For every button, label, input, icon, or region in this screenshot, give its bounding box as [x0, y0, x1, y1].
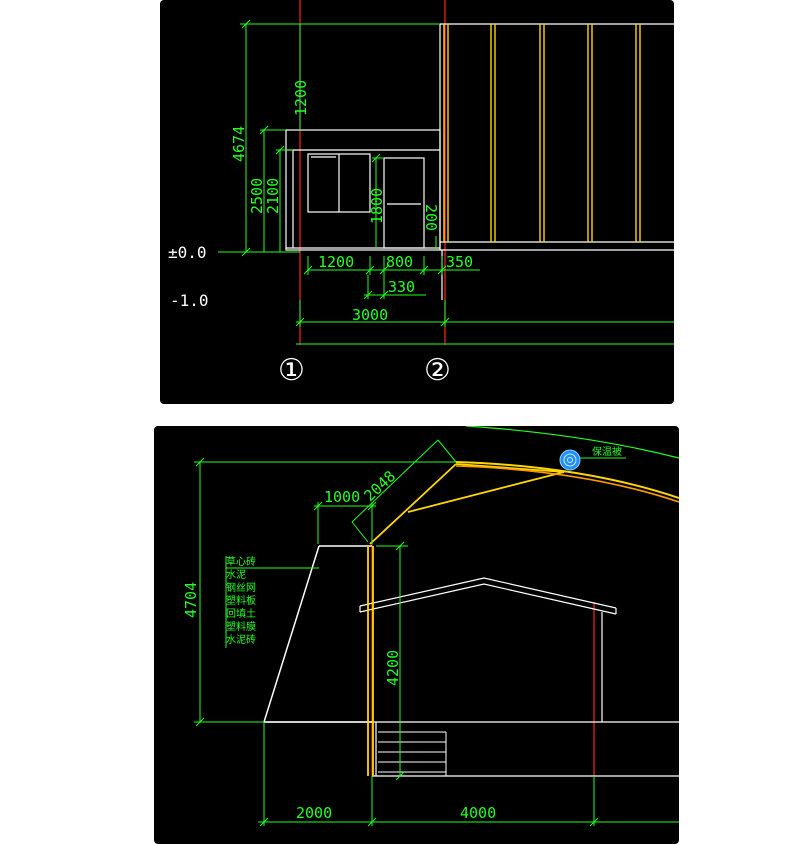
dim-330: 330 — [388, 278, 415, 296]
wall-layer-3: 钢丝网 — [226, 581, 256, 594]
dim-4704: 4704 — [182, 582, 200, 618]
arc-outer-line — [465, 426, 679, 459]
steel-frame — [367, 463, 565, 776]
dimension-lines — [218, 19, 674, 345]
section-dimension-lines — [194, 439, 679, 827]
axis-bubble-2: ② — [424, 353, 451, 388]
dim-3000: 3000 — [352, 306, 388, 324]
section-panel: 保温被 草心砖 水泥 钢丝网 塑料板 回填土 塑料膜 水泥砖 — [154, 426, 679, 844]
wall-layer-1: 草心砖 — [226, 555, 256, 568]
dim-2000: 2000 — [296, 804, 332, 822]
dim-200: 200 — [422, 204, 440, 231]
annex-building — [285, 129, 441, 251]
roof-truss-upper — [455, 461, 679, 499]
dim-4674: 4674 — [230, 126, 248, 162]
dim-1000: 1000 — [324, 488, 360, 506]
frame-posts — [443, 24, 641, 242]
dim-2048: 2048 — [360, 467, 399, 505]
insulation-label: 保温被 — [592, 445, 622, 458]
dim-2100: 2100 — [264, 178, 282, 214]
wall-layer-7: 水泥砖 — [226, 633, 256, 646]
wall-layer-4: 塑料板 — [226, 594, 256, 607]
dim-1200-roof: 1200 — [292, 80, 310, 116]
front-elevation-panel: 4674 1200 2500 2100 1800 200 1200 800 35… — [160, 0, 674, 404]
dim-4200: 4200 — [384, 650, 402, 686]
insulation-icon — [559, 449, 581, 471]
dim-350: 350 — [446, 253, 473, 271]
annex-window — [307, 153, 371, 213]
front-elevation-drawing: 4674 1200 2500 2100 1800 200 1200 800 35… — [168, 0, 674, 388]
north-wall — [263, 545, 372, 723]
dim-800-door: 800 — [386, 253, 413, 271]
dim-4000: 4000 — [460, 804, 496, 822]
wall-layer-2: 水泥 — [226, 568, 246, 581]
wall-layer-5: 回填土 — [226, 607, 256, 620]
annex-door — [383, 157, 425, 249]
section-drawing: 保温被 草心砖 水泥 钢丝网 塑料板 回填土 塑料膜 水泥砖 — [182, 426, 679, 827]
axis-bubble-1: ① — [278, 353, 305, 388]
inner-house — [359, 577, 617, 722]
level-minus: -1.0 — [170, 291, 209, 310]
dim-2500: 2500 — [248, 178, 266, 214]
dim-1200-window: 1200 — [318, 253, 354, 271]
ground-lines — [264, 721, 679, 777]
wall-layer-6: 塑料膜 — [226, 620, 256, 633]
roof-truss-lower — [455, 465, 679, 503]
wall-layer-legend: 草心砖 水泥 钢丝网 塑料板 回填土 塑料膜 水泥砖 — [225, 555, 319, 648]
level-zero: ±0.0 — [168, 243, 207, 262]
greenhouse-wall — [439, 23, 674, 300]
stairs — [378, 731, 447, 776]
dim-1800: 1800 — [368, 188, 386, 224]
